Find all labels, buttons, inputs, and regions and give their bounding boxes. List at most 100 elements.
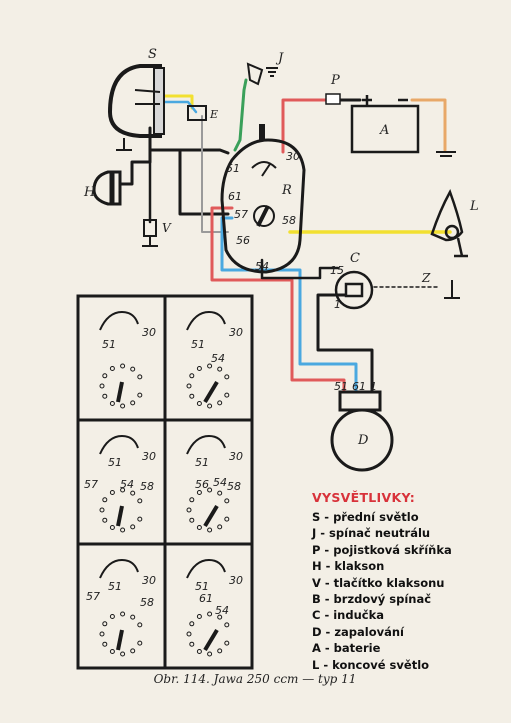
contact-dot (224, 374, 230, 380)
contact-dot (186, 507, 192, 513)
contact-dot (217, 490, 223, 496)
wire-red-fuse (281, 98, 330, 154)
legend-item: C - indučka (312, 608, 384, 623)
contact-dot (217, 648, 223, 654)
junction-E (187, 105, 207, 121)
contact-arc (99, 434, 139, 455)
panel-terminal-label: 30 (229, 574, 243, 587)
wire-black-horn (148, 126, 230, 155)
figure-caption: Obr. 114. Jawa 250 ccm — typ 11 (153, 672, 357, 686)
label-E: E (209, 108, 218, 121)
contact-dot (137, 392, 143, 398)
contact-dot (217, 614, 223, 620)
contact-dot (109, 366, 115, 371)
contact-dot (120, 651, 126, 657)
contact-dot (109, 401, 115, 406)
panel-terminal-label: 54 (213, 476, 227, 489)
terminal-57: 57 (234, 208, 248, 221)
contact-dot (224, 640, 230, 646)
spark-ground-Z (444, 280, 460, 299)
wire-yellow-headlight (158, 94, 194, 110)
panel-terminal-label: 54 (211, 352, 225, 365)
horn-button-V (142, 219, 158, 247)
contact-dot (224, 622, 230, 628)
panel-terminal-label: 51 (195, 456, 209, 469)
panel-terminal-label: 58 (140, 480, 154, 493)
contact-dot (196, 401, 202, 406)
contact-dot (130, 614, 136, 620)
contact-dot (130, 400, 136, 406)
headlight-S (107, 64, 165, 151)
switch-key (203, 628, 219, 652)
contact-dot (120, 403, 126, 409)
switch-key (116, 381, 124, 403)
panel-terminal-label: 54 (120, 478, 134, 491)
legend-item: S - přední světlo (312, 510, 419, 524)
label-Z: Z (421, 271, 431, 285)
legend-item: P - pojistková skříňka (312, 542, 452, 557)
ground-A (436, 151, 456, 157)
label-P: P (330, 73, 340, 88)
panel-terminal-label: 30 (229, 450, 243, 463)
terminal-51: 51 (226, 162, 240, 175)
switch-key (203, 380, 219, 404)
contact-dot (189, 497, 195, 503)
contact-dot (102, 393, 108, 399)
contact-dot (130, 524, 136, 530)
panel-terminal-label: 51 (195, 580, 209, 593)
contact-dot (186, 383, 192, 389)
panel-terminal-label: 30 (142, 574, 156, 587)
wire-black-horn-2 (118, 148, 152, 186)
panel-terminal-label: 30 (142, 450, 156, 463)
contact-dot (109, 490, 115, 495)
contact-dot (130, 648, 136, 654)
contact-dot (130, 490, 136, 496)
contact-dot (207, 487, 213, 493)
contact-dot (196, 525, 202, 530)
contact-dot (102, 497, 108, 503)
label-J: J (275, 51, 284, 66)
panel-terminal-label: 30 (142, 326, 156, 339)
wire-blue-headlight (158, 100, 198, 114)
ignition-terminal-51: 51 (334, 380, 348, 393)
contact-dot (130, 366, 136, 372)
legend-item: D - zapalování (312, 624, 404, 639)
tail-light-L (430, 188, 468, 258)
contact-dot (102, 517, 108, 523)
contact-dot (207, 363, 213, 369)
contact-dot (189, 621, 195, 627)
contact-dot (102, 641, 108, 647)
contact-arc (186, 310, 226, 331)
ignition-switch-R (220, 124, 306, 274)
contact-dot (109, 649, 115, 654)
contact-dot (224, 516, 230, 522)
switch-key (203, 504, 219, 528)
panel-terminal-label: 61 (199, 592, 213, 605)
neutral-switch-J (246, 62, 278, 86)
legend-item: L - koncové světlo (312, 657, 430, 672)
contact-dot (189, 517, 195, 523)
panel-terminal-label: 51 (108, 580, 122, 593)
wire-green-neutral (233, 78, 248, 152)
contact-dot (196, 490, 202, 495)
contact-dot (207, 651, 213, 657)
panel-terminal-label: 51 (191, 338, 205, 351)
contact-dot (99, 631, 105, 637)
contact-dot (137, 374, 143, 380)
contact-dot (120, 527, 126, 533)
coil-terminal-15: 15 (330, 264, 344, 277)
contact-dot (196, 366, 202, 371)
legend-item: J - spínač neutrálu (312, 526, 431, 541)
panel-terminal-label: 51 (108, 456, 122, 469)
contact-dot (224, 392, 230, 398)
contact-dot (196, 614, 202, 619)
contact-dot (120, 611, 126, 617)
contact-dot (196, 649, 202, 654)
horn-H (92, 170, 122, 206)
